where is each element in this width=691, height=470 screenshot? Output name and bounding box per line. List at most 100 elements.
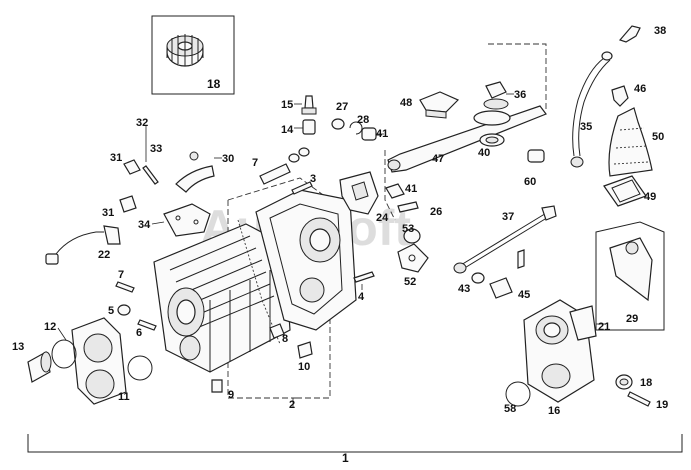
label-60: 60 xyxy=(524,176,536,188)
label-18-bottom: 18 xyxy=(640,377,652,389)
plate-49: 49 xyxy=(603,175,656,207)
label-19: 19 xyxy=(656,399,668,411)
label-1: 1 xyxy=(342,451,349,465)
sleeve-60: 60 xyxy=(524,149,545,188)
label-29: 29 xyxy=(626,313,638,325)
front-flange-11: 11 xyxy=(71,317,130,405)
pin-6: 6 xyxy=(136,319,157,339)
oring-left xyxy=(127,355,153,381)
pin-19: 19 xyxy=(627,391,668,411)
shaft-7-top: 7 xyxy=(252,157,291,185)
oring-58: 58 xyxy=(504,381,531,415)
pin-4: 4 xyxy=(353,271,375,303)
fitting-31-top: 31 xyxy=(110,152,141,175)
sleeve-13: 13 xyxy=(12,341,52,383)
label-43: 43 xyxy=(458,283,470,295)
plug-5: 5 xyxy=(108,304,131,317)
fork-30: 30 xyxy=(175,151,234,193)
label-26: 26 xyxy=(430,206,442,218)
label-10: 10 xyxy=(298,361,310,373)
label-2: 2 xyxy=(289,399,295,411)
label-31-top: 31 xyxy=(110,152,122,164)
bracket-24: 24 xyxy=(339,171,389,224)
pin-3: 3 xyxy=(291,173,316,195)
plug-9: 9 xyxy=(211,379,234,401)
rod-37: 37 xyxy=(453,205,557,274)
label-12: 12 xyxy=(44,321,56,333)
label-16: 16 xyxy=(548,405,560,417)
label-6: 6 xyxy=(136,327,142,339)
joint-45: 45 xyxy=(489,249,530,301)
seal-12: 12 xyxy=(44,321,77,369)
gearbox-housing xyxy=(153,223,291,373)
nut-43: 43 xyxy=(458,272,485,295)
plate-34: 34 xyxy=(138,203,211,237)
label-32: 32 xyxy=(136,117,148,129)
label-28: 28 xyxy=(357,114,369,126)
mount-48: 48 xyxy=(400,91,460,119)
ring-53: 53 xyxy=(402,223,421,244)
label-50: 50 xyxy=(652,131,664,143)
label-21: 21 xyxy=(598,321,610,333)
label-37: 37 xyxy=(502,211,514,223)
label-33: 33 xyxy=(150,143,162,155)
ball-joint-46: 46 xyxy=(611,83,646,107)
nut-36: 36 xyxy=(483,81,526,110)
label-45: 45 xyxy=(518,289,530,301)
label-9: 9 xyxy=(228,389,234,401)
label-47: 47 xyxy=(432,153,444,165)
knob-38: 38 xyxy=(618,25,666,43)
label-53: 53 xyxy=(402,223,414,235)
assembly-bracket-1: 1 xyxy=(27,434,683,465)
inset-bracket-29: 29 xyxy=(595,221,665,331)
label-7-left: 7 xyxy=(118,269,124,281)
screw-8: 8 xyxy=(269,323,288,345)
label-46: 46 xyxy=(634,83,646,95)
bolt-41-top: 41 xyxy=(361,127,388,141)
plug-27: 27 xyxy=(331,101,348,130)
label-13: 13 xyxy=(12,341,24,353)
gear-lever-35: 35 xyxy=(570,51,613,168)
rear-housing xyxy=(237,189,357,345)
label-8: 8 xyxy=(282,333,288,345)
label-36: 36 xyxy=(514,89,526,101)
shift-rod-47: 47 xyxy=(387,105,547,173)
pin-26: 26 xyxy=(397,201,442,218)
label-4: 4 xyxy=(358,291,365,303)
label-15: 15 xyxy=(281,99,293,111)
label-27: 27 xyxy=(336,101,348,113)
label-24: 24 xyxy=(376,212,389,224)
shift-lever-bracket xyxy=(384,43,547,221)
sensor-22: 22 xyxy=(45,225,121,265)
label-58: 58 xyxy=(504,403,516,415)
fitting-15: 15 xyxy=(281,95,317,115)
label-38: 38 xyxy=(654,25,666,37)
fitting-14: 14 xyxy=(281,119,316,136)
label-5: 5 xyxy=(108,305,114,317)
boot-50: 50 xyxy=(608,107,664,177)
label-22: 22 xyxy=(98,249,110,261)
extension-housing-16: 21 16 xyxy=(523,299,610,417)
ring-28: 28 xyxy=(349,114,369,135)
pin-33: 32 33 xyxy=(136,117,162,185)
fitting-10: 10 xyxy=(297,341,313,373)
gear-18-bottom: 18 xyxy=(615,374,652,390)
label-34: 34 xyxy=(138,219,151,231)
pin-7-left: 7 xyxy=(115,269,135,293)
fitting-31-mid: 31 xyxy=(102,195,137,219)
label-48: 48 xyxy=(400,97,412,109)
label-35: 35 xyxy=(580,121,592,133)
label-3: 3 xyxy=(310,173,316,185)
label-49: 49 xyxy=(644,191,656,203)
label-41-top: 41 xyxy=(376,128,388,140)
label-7-top: 7 xyxy=(252,157,258,169)
plate-52: 52 xyxy=(397,243,429,288)
inset-gear-18: 18 xyxy=(151,15,235,95)
label-11: 11 xyxy=(118,391,130,403)
label-30: 30 xyxy=(222,153,234,165)
label-40: 40 xyxy=(478,147,490,159)
washers-top xyxy=(288,147,310,163)
label-41-mid: 41 xyxy=(405,183,417,195)
label-18-inset: 18 xyxy=(207,77,221,91)
